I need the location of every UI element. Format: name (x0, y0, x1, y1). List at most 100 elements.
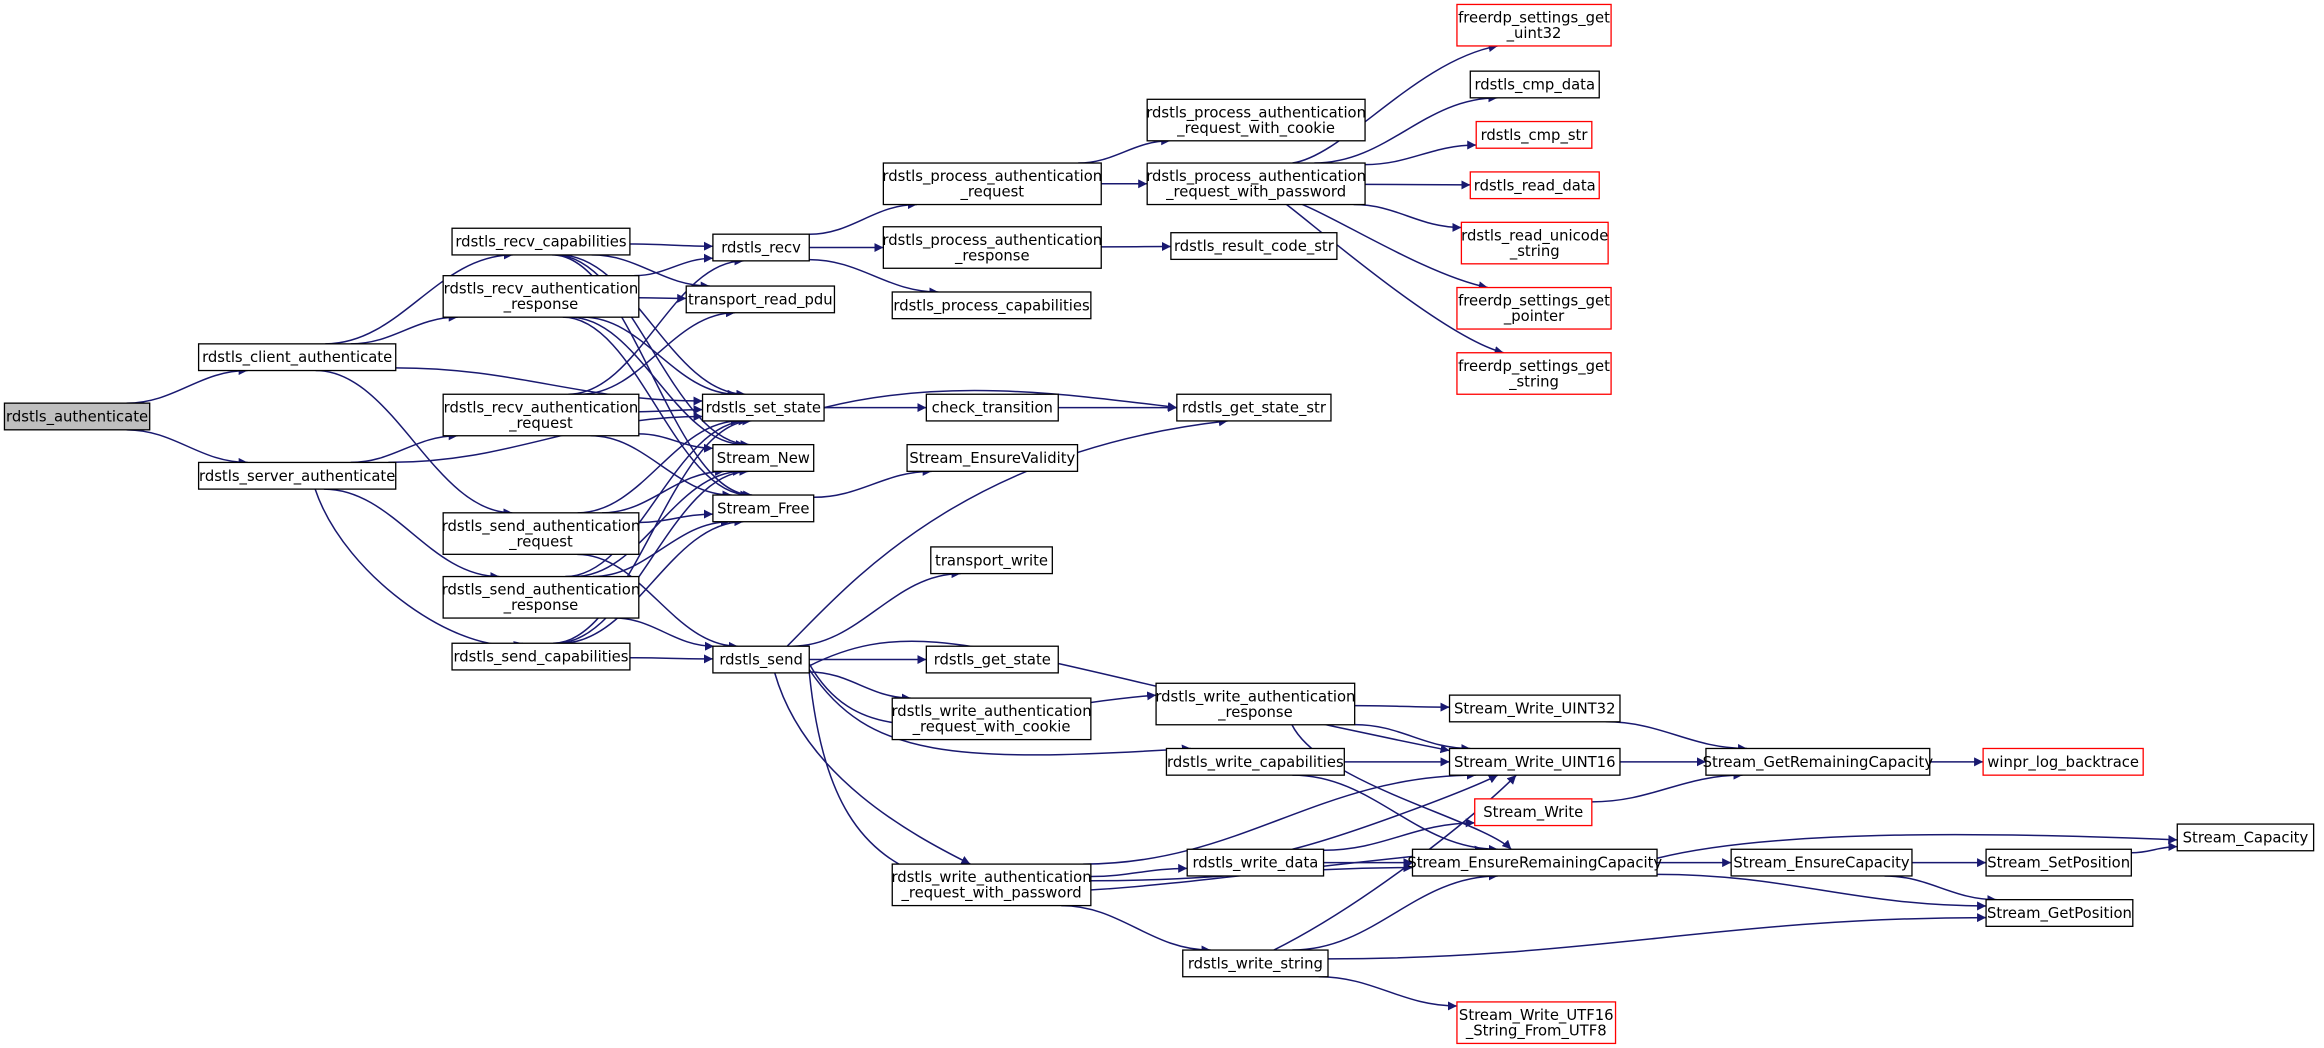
node-rdstls-process-authentication-response[interactable]: rdstls_process_authentication_response (882, 226, 1102, 269)
node-stream-capacity[interactable]: Stream_Capacity (2176, 823, 2315, 852)
node-label: Stream_EnsureRemainingCapacity (1407, 855, 1662, 872)
node-box (1186, 848, 1325, 877)
node-rdstls-write-string[interactable]: rdstls_write_string (1182, 949, 1329, 978)
node-box (712, 443, 815, 472)
node-freerdp-settings-get-uint32[interactable]: freerdp_settings_get_uint32 (1456, 3, 1612, 47)
node-label: rdstls_get_state (934, 652, 1051, 669)
node-label: _string (1508, 373, 1559, 390)
node-box (1985, 899, 2134, 927)
node-stream-getremainingcapacity[interactable]: Stream_GetRemainingCapacity (1703, 747, 1934, 776)
node-label: rdstls_write_string (1188, 955, 1323, 972)
node-rdstls-send-authentication-response[interactable]: rdstls_send_authentication_response (442, 575, 641, 619)
node-stream-setposition[interactable]: Stream_SetPosition (1985, 848, 2132, 877)
node-box (1170, 232, 1338, 261)
node-rdstls-authenticate[interactable]: rdstls_authenticate (3, 402, 151, 431)
node-rdstls-client-authenticate[interactable]: rdstls_client_authenticate (197, 343, 397, 372)
edge-rdstls-process-authentication-request-to-rdstls-process-authentication-request-with-cookie (1078, 136, 1171, 164)
node-box (712, 645, 810, 674)
node-rdstls-recv[interactable]: rdstls_recv (712, 233, 810, 262)
node-label: Stream_EnsureValidity (909, 450, 1075, 467)
node-rdstls-recv-authentication-response[interactable]: rdstls_recv_authentication_response (442, 275, 640, 318)
node-rdstls-read-data[interactable]: rdstls_read_data (1469, 171, 1600, 200)
node-check-transition[interactable]: check_transition (925, 393, 1059, 422)
node-label: rdstls_get_state_str (1182, 400, 1327, 417)
node-rdstls-write-data[interactable]: rdstls_write_data (1186, 848, 1325, 877)
node-box (891, 291, 1092, 320)
edge-rdstls-recv-authentication-response-to-stream-free (562, 316, 750, 500)
node-rdstls-recv-authentication-request[interactable]: rdstls_recv_authentication_request (442, 393, 640, 437)
edge-rdstls-recv-authentication-response-to-rdstls-recv (634, 253, 713, 277)
node-label: _request_with_cookie (1176, 120, 1335, 137)
node-transport-write[interactable]: transport_write (930, 546, 1053, 575)
node-label: Stream_GetRemainingCapacity (1703, 754, 1934, 771)
node-box (925, 393, 1059, 422)
node-rdstls-set-state[interactable]: rdstls_set_state (701, 393, 825, 422)
edge-rdstls-recv-to-rdstls-process-authentication-request (809, 200, 918, 235)
edge-rdstls-process-authentication-request-with-password-to-freerdp-settings-get-string (1286, 203, 1504, 355)
edge-rdstls-send-authentication-response-to-rdstls-set-state (565, 416, 748, 578)
edge-rdstls-client-authenticate-to-rdstls-recv-authentication-response (350, 312, 458, 345)
node-stream-write-utf16-string-from-utf8[interactable]: Stream_Write_UTF16_String_From_UTF8 (1456, 1001, 1617, 1045)
edge-rdstls-send-to-rdstls-get-state-str (786, 417, 1228, 647)
node-label: rdstls_write_authentication (891, 869, 1091, 886)
node-label: rdstls_recv_authentication (444, 399, 639, 416)
node-stream-ensureremainingcapacity[interactable]: Stream_EnsureRemainingCapacity (1407, 848, 1662, 877)
node-stream-write[interactable]: Stream_Write (1474, 798, 1593, 827)
node-rdstls-cmp-data[interactable]: rdstls_cmp_data (1469, 70, 1600, 99)
node-rdstls-get-state[interactable]: rdstls_get_state (925, 645, 1059, 674)
node-box (442, 393, 640, 437)
node-layer: rdstls_authenticate rdstls_client_authent… (3, 3, 2315, 1045)
node-rdstls-server-authenticate[interactable]: rdstls_server_authenticate (197, 461, 397, 490)
node-label: freerdp_settings_get (1458, 9, 1610, 26)
node-box (1165, 747, 1345, 776)
node-freerdp-settings-get-pointer[interactable]: freerdp_settings_get_pointer (1456, 286, 1612, 330)
node-rdstls-write-capabilities[interactable]: rdstls_write_capabilities (1165, 747, 1345, 776)
node-label: rdstls_read_data (1474, 177, 1596, 194)
node-label: _String_From_UTF8 (1465, 1022, 1607, 1039)
node-rdstls-write-authentication-request-with-cookie[interactable]: rdstls_write_authentication_request_with… (891, 697, 1092, 741)
edge-stream-write-uint32-to-stream-getremainingcapacity (1605, 721, 1748, 753)
node-stream-ensurevalidity[interactable]: Stream_EnsureValidity (906, 443, 1079, 472)
node-stream-new[interactable]: Stream_New (712, 443, 815, 472)
node-label: rdstls_recv_authentication (444, 281, 639, 298)
edge-rdstls-send-capabilities-to-rdstls-set-state (552, 416, 752, 644)
edge-stream-free-to-stream-ensurevalidity (813, 466, 932, 499)
node-rdstls-send[interactable]: rdstls_send (712, 645, 810, 674)
node-rdstls-process-authentication-request-with-password[interactable]: rdstls_process_authentication_request_wi… (1146, 162, 1366, 206)
node-transport-read-pdu[interactable]: transport_read_pdu (685, 285, 836, 314)
node-rdstls-write-authentication-response[interactable]: rdstls_write_authentication_response (1155, 682, 1355, 726)
node-rdstls-cmp-str[interactable]: rdstls_cmp_str (1475, 120, 1593, 149)
node-label: Stream_SetPosition (1987, 855, 2130, 872)
edge-rdstls-client-authenticate-to-rdstls-recv-capabilities (325, 250, 513, 345)
edge-rdstls-send-to-transport-write (792, 569, 961, 647)
node-rdstls-result-code-str[interactable]: rdstls_result_code_str (1170, 232, 1338, 261)
edge-rdstls-process-authentication-request-with-password-to-rdstls-read-data (1365, 180, 1471, 190)
node-rdstls-recv-capabilities[interactable]: rdstls_recv_capabilities (451, 227, 631, 256)
node-rdstls-process-authentication-request-with-cookie[interactable]: rdstls_process_authentication_request_wi… (1146, 98, 1366, 142)
node-stream-ensurecapacity[interactable]: Stream_EnsureCapacity (1730, 848, 1913, 877)
node-rdstls-get-state-str[interactable]: rdstls_get_state_str (1176, 393, 1332, 422)
node-stream-write-uint32[interactable]: Stream_Write_UINT32 (1448, 694, 1621, 723)
node-box (1146, 98, 1366, 142)
node-winpr-log-backtrace[interactable]: winpr_log_backtrace (1982, 747, 2144, 776)
node-box (701, 393, 825, 422)
node-rdstls-process-authentication-request[interactable]: rdstls_process_authentication_request (882, 162, 1102, 206)
node-rdstls-send-capabilities[interactable]: rdstls_send_capabilities (451, 642, 631, 671)
node-rdstls-write-authentication-request-with-password[interactable]: rdstls_write_authentication_request_with… (891, 863, 1092, 907)
node-box (1982, 747, 2144, 776)
node-label: rdstls_process_authentication (882, 232, 1102, 249)
node-label: rdstls_send_authentication (442, 518, 641, 535)
edge-rdstls-authenticate-to-rdstls-client-authenticate (126, 366, 248, 404)
node-stream-getposition[interactable]: Stream_GetPosition (1985, 899, 2134, 927)
node-rdstls-send-authentication-request[interactable]: rdstls_send_authentication_request (442, 512, 641, 555)
node-stream-write-uint16[interactable]: Stream_Write_UINT16 (1448, 747, 1621, 776)
node-rdstls-read-unicode-string[interactable]: rdstls_read_unicode_string (1460, 221, 1609, 265)
node-label: rdstls_recv (721, 240, 801, 257)
node-freerdp-settings-get-string[interactable]: freerdp_settings_get_string (1456, 352, 1612, 395)
node-label: _response (954, 247, 1030, 264)
node-stream-free[interactable]: Stream_Free (712, 494, 815, 523)
edge-rdstls-recv-authentication-request-to-transport-read-pdu (580, 308, 736, 395)
edge-rdstls-write-string-to-stream-ensureremainingcapacity (1292, 871, 1498, 951)
node-rdstls-process-capabilities[interactable]: rdstls_process_capabilities (891, 291, 1092, 320)
node-label: rdstls_send_capabilities (453, 649, 628, 666)
